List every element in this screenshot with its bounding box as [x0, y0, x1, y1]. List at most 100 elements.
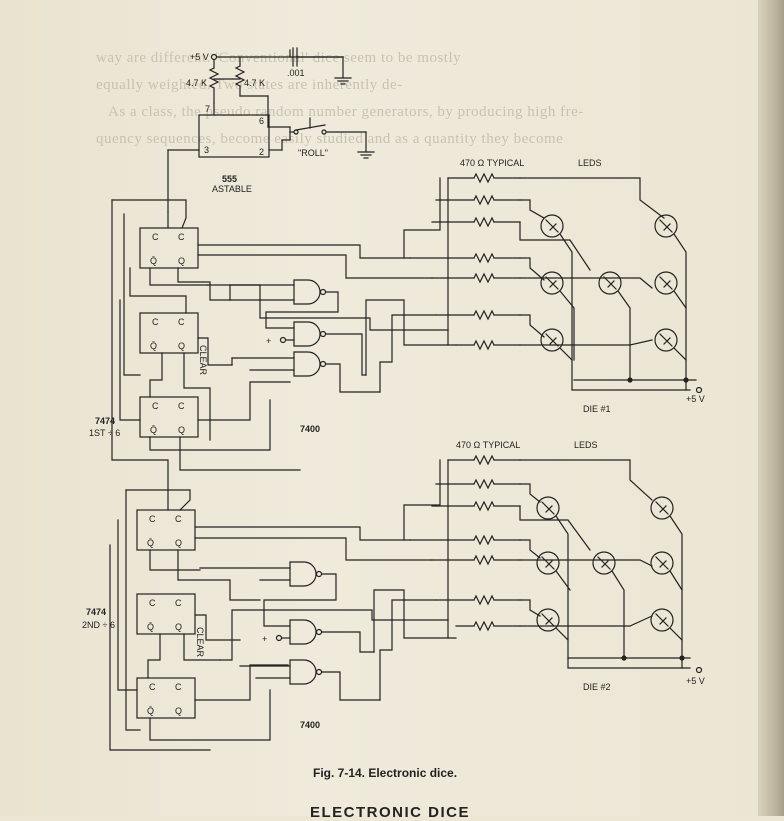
- r2-label: 4.7 K: [244, 78, 265, 88]
- chip-555-number: 555: [222, 174, 237, 184]
- die2-led: [536, 551, 560, 575]
- ground-symbol-top: [334, 77, 352, 85]
- r1-label: 4.7 K: [186, 78, 207, 88]
- ff-pin-qbar: Q̄: [150, 256, 157, 266]
- die1-led: [654, 328, 678, 352]
- pin2-label: 2: [259, 147, 264, 157]
- die2-ff-a: [136, 509, 196, 551]
- die1-plus-label: +: [266, 336, 271, 346]
- timer-vcc-label: +5 V: [190, 52, 209, 62]
- die2-led: [650, 608, 674, 632]
- ff-pin-c: C: [178, 232, 185, 242]
- chip-555: [198, 114, 270, 158]
- die1-clear-label: CLEAR: [198, 345, 208, 376]
- ff-pin-c: C: [178, 317, 185, 327]
- book-spine-shadow: [758, 0, 784, 816]
- ff-pin-c: C: [152, 232, 159, 242]
- die1-ff-label: 7474: [95, 416, 115, 426]
- vcc-terminal: [210, 53, 218, 61]
- die2-ff-b: [136, 593, 196, 635]
- die1-counter: [111, 177, 457, 511]
- die1-led: [654, 214, 678, 238]
- die2-die-label: DIE #2: [583, 682, 611, 692]
- die1-gate-label: 7400: [300, 424, 320, 434]
- bleed-through-line-4: quency sequences, become easily studied …: [96, 131, 564, 147]
- ff-pin-qbar: Q̄: [147, 706, 154, 716]
- ff-pin-qbar: Q̄: [150, 341, 157, 351]
- ff-pin-c: C: [149, 514, 156, 524]
- die2-nand-2: [289, 619, 317, 645]
- die1-plus-terminal: [279, 336, 287, 344]
- die2-gate-label: 7400: [300, 720, 320, 730]
- capacitor-label: .001: [287, 68, 305, 78]
- resistor-r2: [234, 65, 246, 87]
- die1-die-label: DIE #1: [583, 404, 611, 414]
- chip-555-mode: ASTABLE: [212, 184, 252, 194]
- ff-pin-qbar: Q̄: [150, 425, 157, 435]
- die1-vcc-label: +5 V: [686, 394, 705, 404]
- section-heading: ELECTRONIC DICE: [310, 804, 471, 821]
- die2-counter: [109, 459, 457, 751]
- die2-vcc-terminal: [695, 666, 703, 674]
- die1-led: [540, 271, 564, 295]
- bleed-through-line-2: equally weighted. Two states are inheren…: [96, 77, 403, 93]
- ff-pin-c: C: [175, 514, 182, 524]
- die2-clear-label: CLEAR: [195, 627, 205, 658]
- roll-switch-label: "ROLL": [298, 148, 328, 158]
- die1-leds-label: LEDS: [578, 158, 602, 168]
- ff-pin-q: Q: [175, 538, 182, 548]
- die2-led: [536, 496, 560, 520]
- die2-led-array: [409, 454, 703, 674]
- die1-ff-sub: 1ST ÷ 6: [89, 428, 120, 438]
- die1-ff-c: [139, 396, 199, 438]
- die1-nand-3: [293, 351, 321, 377]
- die1-led-array: [409, 172, 703, 394]
- die1-nand-2: [293, 321, 321, 347]
- die2-ff-c: [136, 677, 196, 719]
- ff-pin-c: C: [149, 598, 156, 608]
- ff-pin-c: C: [175, 598, 182, 608]
- ff-pin-c: C: [178, 401, 185, 411]
- die1-ff-b: [139, 312, 199, 354]
- ff-pin-q: Q: [178, 341, 185, 351]
- resistor-r1: [208, 67, 220, 89]
- die2-led: [650, 496, 674, 520]
- die2-nand-3: [289, 659, 317, 685]
- ff-pin-c: C: [175, 682, 182, 692]
- die2-ff-label: 7474: [86, 607, 106, 617]
- ff-pin-q: Q: [178, 256, 185, 266]
- die1-ff-a: [139, 227, 199, 269]
- die2-vcc-label: +5 V: [686, 676, 705, 686]
- die1-resistor-label: 470 Ω TYPICAL: [460, 158, 524, 168]
- ff-pin-q: Q: [175, 622, 182, 632]
- die2-led: [592, 551, 616, 575]
- die1-led: [598, 271, 622, 295]
- die2-plus-label: +: [262, 634, 267, 644]
- pin3-label: 3: [204, 145, 209, 155]
- ff-pin-q: Q: [175, 706, 182, 716]
- ff-pin-c: C: [152, 317, 159, 327]
- ground-symbol-switch: [357, 151, 375, 159]
- die1-led: [654, 271, 678, 295]
- pin7-label: 7: [205, 104, 210, 114]
- figure-caption: Fig. 7-14. Electronic dice.: [313, 766, 458, 780]
- ff-pin-qbar: Q̄: [147, 622, 154, 632]
- die2-led: [650, 551, 674, 575]
- die2-nand-1: [289, 561, 317, 587]
- ff-pin-q: Q: [178, 425, 185, 435]
- ff-pin-c: C: [152, 401, 159, 411]
- die1-led: [540, 328, 564, 352]
- die2-plus-terminal: [275, 634, 283, 642]
- bleed-through-line-3: As a class, the pseudo random number gen…: [108, 104, 584, 120]
- die2-leds-label: LEDS: [574, 440, 598, 450]
- die1-led: [540, 214, 564, 238]
- die1-vcc-terminal: [695, 386, 703, 394]
- die2-led: [536, 608, 560, 632]
- die1-nand-1: [293, 279, 321, 305]
- ff-pin-qbar: Q̄: [147, 538, 154, 548]
- die2-ff-sub: 2ND ÷ 6: [82, 620, 115, 630]
- ff-pin-c: C: [149, 682, 156, 692]
- bleed-through-line-1: way are different. 'Conventional' dice s…: [96, 50, 462, 66]
